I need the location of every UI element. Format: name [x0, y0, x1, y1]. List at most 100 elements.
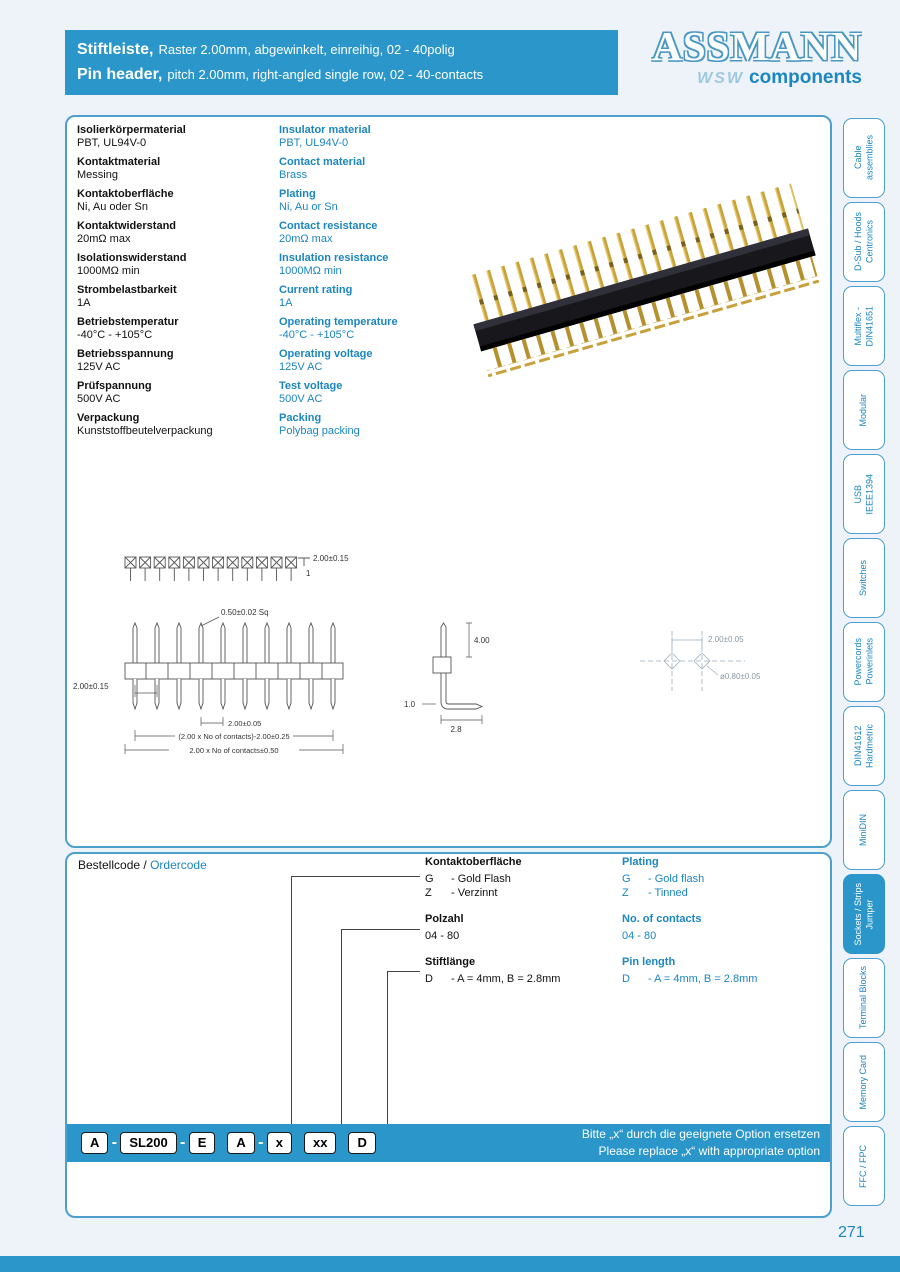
- code-box: A: [81, 1132, 109, 1154]
- spec-de: Verpackung Kunststoffbeutelverpackung: [77, 412, 279, 438]
- spec-en: Plating Ni, Au or Sn: [279, 188, 479, 214]
- sidebar-tab[interactable]: Cable assemblies: [843, 118, 885, 198]
- connector-line-pin-length: [387, 971, 420, 1124]
- code-box: x: [266, 1132, 292, 1154]
- sidebar-tab-label: Modular: [858, 393, 869, 427]
- title-de-desc: Raster 2.00mm, abgewinkelt, einreihig, 0…: [158, 42, 455, 57]
- option-key: Z: [425, 887, 432, 899]
- sidebar-tab-label: Multiflex - DIN41651: [852, 305, 874, 347]
- spec-de: Isolierkörpermaterial PBT, UL94V-0: [77, 124, 279, 150]
- group-plating-en: Plating G- Gold flash Z- Tinned: [622, 856, 837, 900]
- spec-label-en: Operating voltage: [279, 348, 373, 360]
- code-unit: A -: [81, 1132, 120, 1154]
- option-row: D- A = 4mm, B = 2.8mm: [622, 972, 837, 986]
- spec-value-en: 125V AC: [279, 361, 323, 373]
- sidebar-tab[interactable]: USB IEEE1394: [843, 454, 885, 534]
- option-key: D: [622, 973, 630, 985]
- sidebar-tab[interactable]: D-Sub / Hoods Centronics: [843, 202, 885, 282]
- ordercode-title-en: Ordercode: [150, 858, 207, 872]
- spec-label-en: Insulation resistance: [279, 252, 389, 264]
- pin-header-photo: [464, 183, 820, 378]
- code-box: SL200: [120, 1132, 177, 1154]
- spec-label-de: Kontaktoberfläche: [77, 188, 174, 200]
- drawing-top-strip: [124, 556, 310, 582]
- spec-row: Prüfspannung 500V AC Test voltage 500V A…: [77, 380, 482, 406]
- spec-en: Contact resistance 20mΩ max: [279, 220, 479, 246]
- bottom-accent-strip: [0, 1256, 900, 1272]
- option-row: 04 - 80: [425, 929, 622, 943]
- spec-label-de: Betriebstemperatur: [77, 316, 179, 328]
- option-key: 04 - 80: [425, 930, 460, 942]
- sidebar-tab[interactable]: Memory Card: [843, 1042, 885, 1122]
- spec-en: Operating temperature -40°C - +105°C: [279, 316, 479, 342]
- code-box: xx: [304, 1132, 337, 1154]
- option-value: - Tinned: [648, 887, 688, 899]
- dim-end-pitch: 2.00±0.05: [708, 635, 744, 644]
- code-unit: A -: [227, 1132, 266, 1154]
- sidebar-tab-label: Terminal Blocks: [858, 966, 869, 1030]
- dim-pin-diameter: ø0.80±0.05: [720, 672, 761, 681]
- spec-row: Kontaktmaterial Messing Contact material…: [77, 156, 482, 182]
- spec-value-de: 20mΩ max: [77, 233, 131, 245]
- spec-row: Betriebstemperatur -40°C - +105°C Operat…: [77, 316, 482, 342]
- ordercode-title-separator: /: [140, 858, 151, 872]
- sidebar-tab-label: Cable assemblies: [852, 135, 874, 181]
- drawing-end-view: 2.00±0.05 ø0.80±0.05: [640, 631, 761, 691]
- dim-pitch-top: 2.00±0.15: [313, 554, 349, 563]
- sidebar-tab-label: Memory Card: [858, 1054, 869, 1110]
- title-en-product: Pin header,: [77, 65, 163, 83]
- sidebar-tab-label: USB IEEE1394: [852, 473, 874, 515]
- spec-value-en: PBT, UL94V-0: [279, 137, 349, 149]
- code-unit: xx: [304, 1132, 348, 1154]
- dim-pitch-left: 2.00±0.15: [73, 682, 109, 691]
- spec-en: Packing Polybag packing: [279, 412, 479, 438]
- sidebar-tab[interactable]: Switches: [843, 538, 885, 618]
- group-contacts-de: Polzahl 04 - 80: [425, 913, 622, 943]
- spec-value-de: PBT, UL94V-0: [77, 137, 147, 149]
- title-en-desc: pitch 2.00mm, right-angled single row, 0…: [167, 66, 484, 82]
- spec-label-en: Contact resistance: [279, 220, 378, 232]
- dim-overall-length: 2.00 x No of contacts±0.50: [189, 746, 278, 755]
- code-unit: E: [188, 1132, 228, 1154]
- group-title-de: Stiftlänge: [425, 956, 476, 968]
- sidebar-tab-label: Switches: [858, 559, 869, 596]
- sidebar-tab-label: DIN41612 Hardmetric: [852, 723, 874, 768]
- connector-line-plating: [291, 876, 420, 1124]
- ordercode-box: [65, 852, 832, 1218]
- spec-value-en: Ni, Au or Sn: [279, 201, 338, 213]
- spec-value-en: 20mΩ max: [279, 233, 333, 245]
- sidebar-tab-label: Sockets / Strips Jumper: [852, 882, 874, 946]
- sidebar-tab[interactable]: Sockets / Strips Jumper: [843, 874, 885, 954]
- connector-line-contacts: [341, 929, 420, 1124]
- ordercode-group-contacts: Polzahl 04 - 80 No. of contacts 04 - 80: [425, 913, 837, 943]
- option-key: D: [425, 973, 433, 985]
- category-sidebar: Cable assemblies D-Sub / Hoods Centronic…: [843, 118, 885, 1206]
- sidebar-tab[interactable]: DIN41612 Hardmetric: [843, 706, 885, 786]
- title-de-product: Stiftleiste,: [77, 41, 154, 58]
- option-row: D- A = 4mm, B = 2.8mm: [425, 972, 622, 986]
- option-row: Z- Verzinnt: [425, 886, 622, 900]
- spec-label-en: Plating: [279, 188, 316, 200]
- spec-de: Prüfspannung 500V AC: [77, 380, 279, 406]
- sidebar-tab[interactable]: Modular: [843, 370, 885, 450]
- sidebar-tab[interactable]: FFC / FPC: [843, 1126, 885, 1206]
- dim-tail: 2.8: [450, 725, 462, 734]
- ordercode-title-de: Bestellcode: [78, 858, 141, 872]
- technical-drawing: 2.00±0.15 1 0.50±0.02 Sq 2.00±0.15 2.00±…: [73, 554, 761, 755]
- group-title-en: No. of contacts: [622, 913, 702, 925]
- sidebar-tab[interactable]: Terminal Blocks: [843, 958, 885, 1038]
- sidebar-tab[interactable]: Powercords Powerinlets: [843, 622, 885, 702]
- code-separator: -: [180, 1134, 186, 1151]
- dim-bend: 1.0: [404, 700, 416, 709]
- spec-row: Kontaktwiderstand 20mΩ max Contact resis…: [77, 220, 482, 246]
- product-photo: [464, 183, 820, 378]
- spec-de: Kontaktoberfläche Ni, Au oder Sn: [77, 188, 279, 214]
- spec-de: Strombelastbarkeit 1A: [77, 284, 279, 310]
- dim-pitch-small: 2.00±0.05: [228, 719, 261, 728]
- sidebar-tab[interactable]: Multiflex - DIN41651: [843, 286, 885, 366]
- title-en: Pin header,pitch 2.00mm, right-angled si…: [77, 63, 832, 88]
- spec-label-de: Verpackung: [77, 412, 140, 424]
- spec-value-de: Messing: [77, 169, 118, 181]
- sidebar-tab[interactable]: MiniDIN: [843, 790, 885, 870]
